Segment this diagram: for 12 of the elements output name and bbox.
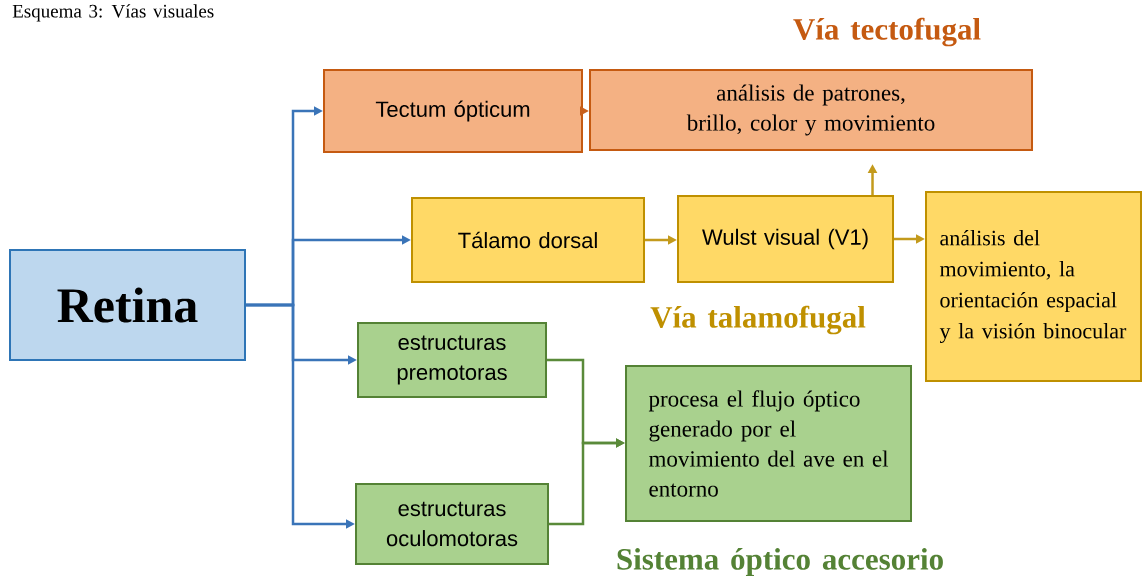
process-box: estructuras oculomotoras [355, 483, 549, 565]
process-box: estructuras premotoras [357, 322, 547, 398]
process-box: Tálamo dorsal [411, 197, 645, 283]
process-box: procesa el flujo óptico generado por el movimiento del ave en el entorno [625, 365, 912, 522]
process-box: Wulst visual (V1) [677, 195, 894, 283]
title: Esquema 3: Vías visuales [12, 4, 214, 22]
process-box: análisis del movimiento, la orientación espacial y la visión binocular [925, 191, 1142, 382]
heading: Sistema óptico accesorio [617, 547, 943, 577]
heading: Vía talamofugal [650, 305, 866, 335]
retina-box: Retina [9, 249, 246, 361]
process-box: Tectum ópticum [323, 69, 583, 153]
process-box: análisis de patrones, brillo, color y movimiento [589, 69, 1033, 151]
